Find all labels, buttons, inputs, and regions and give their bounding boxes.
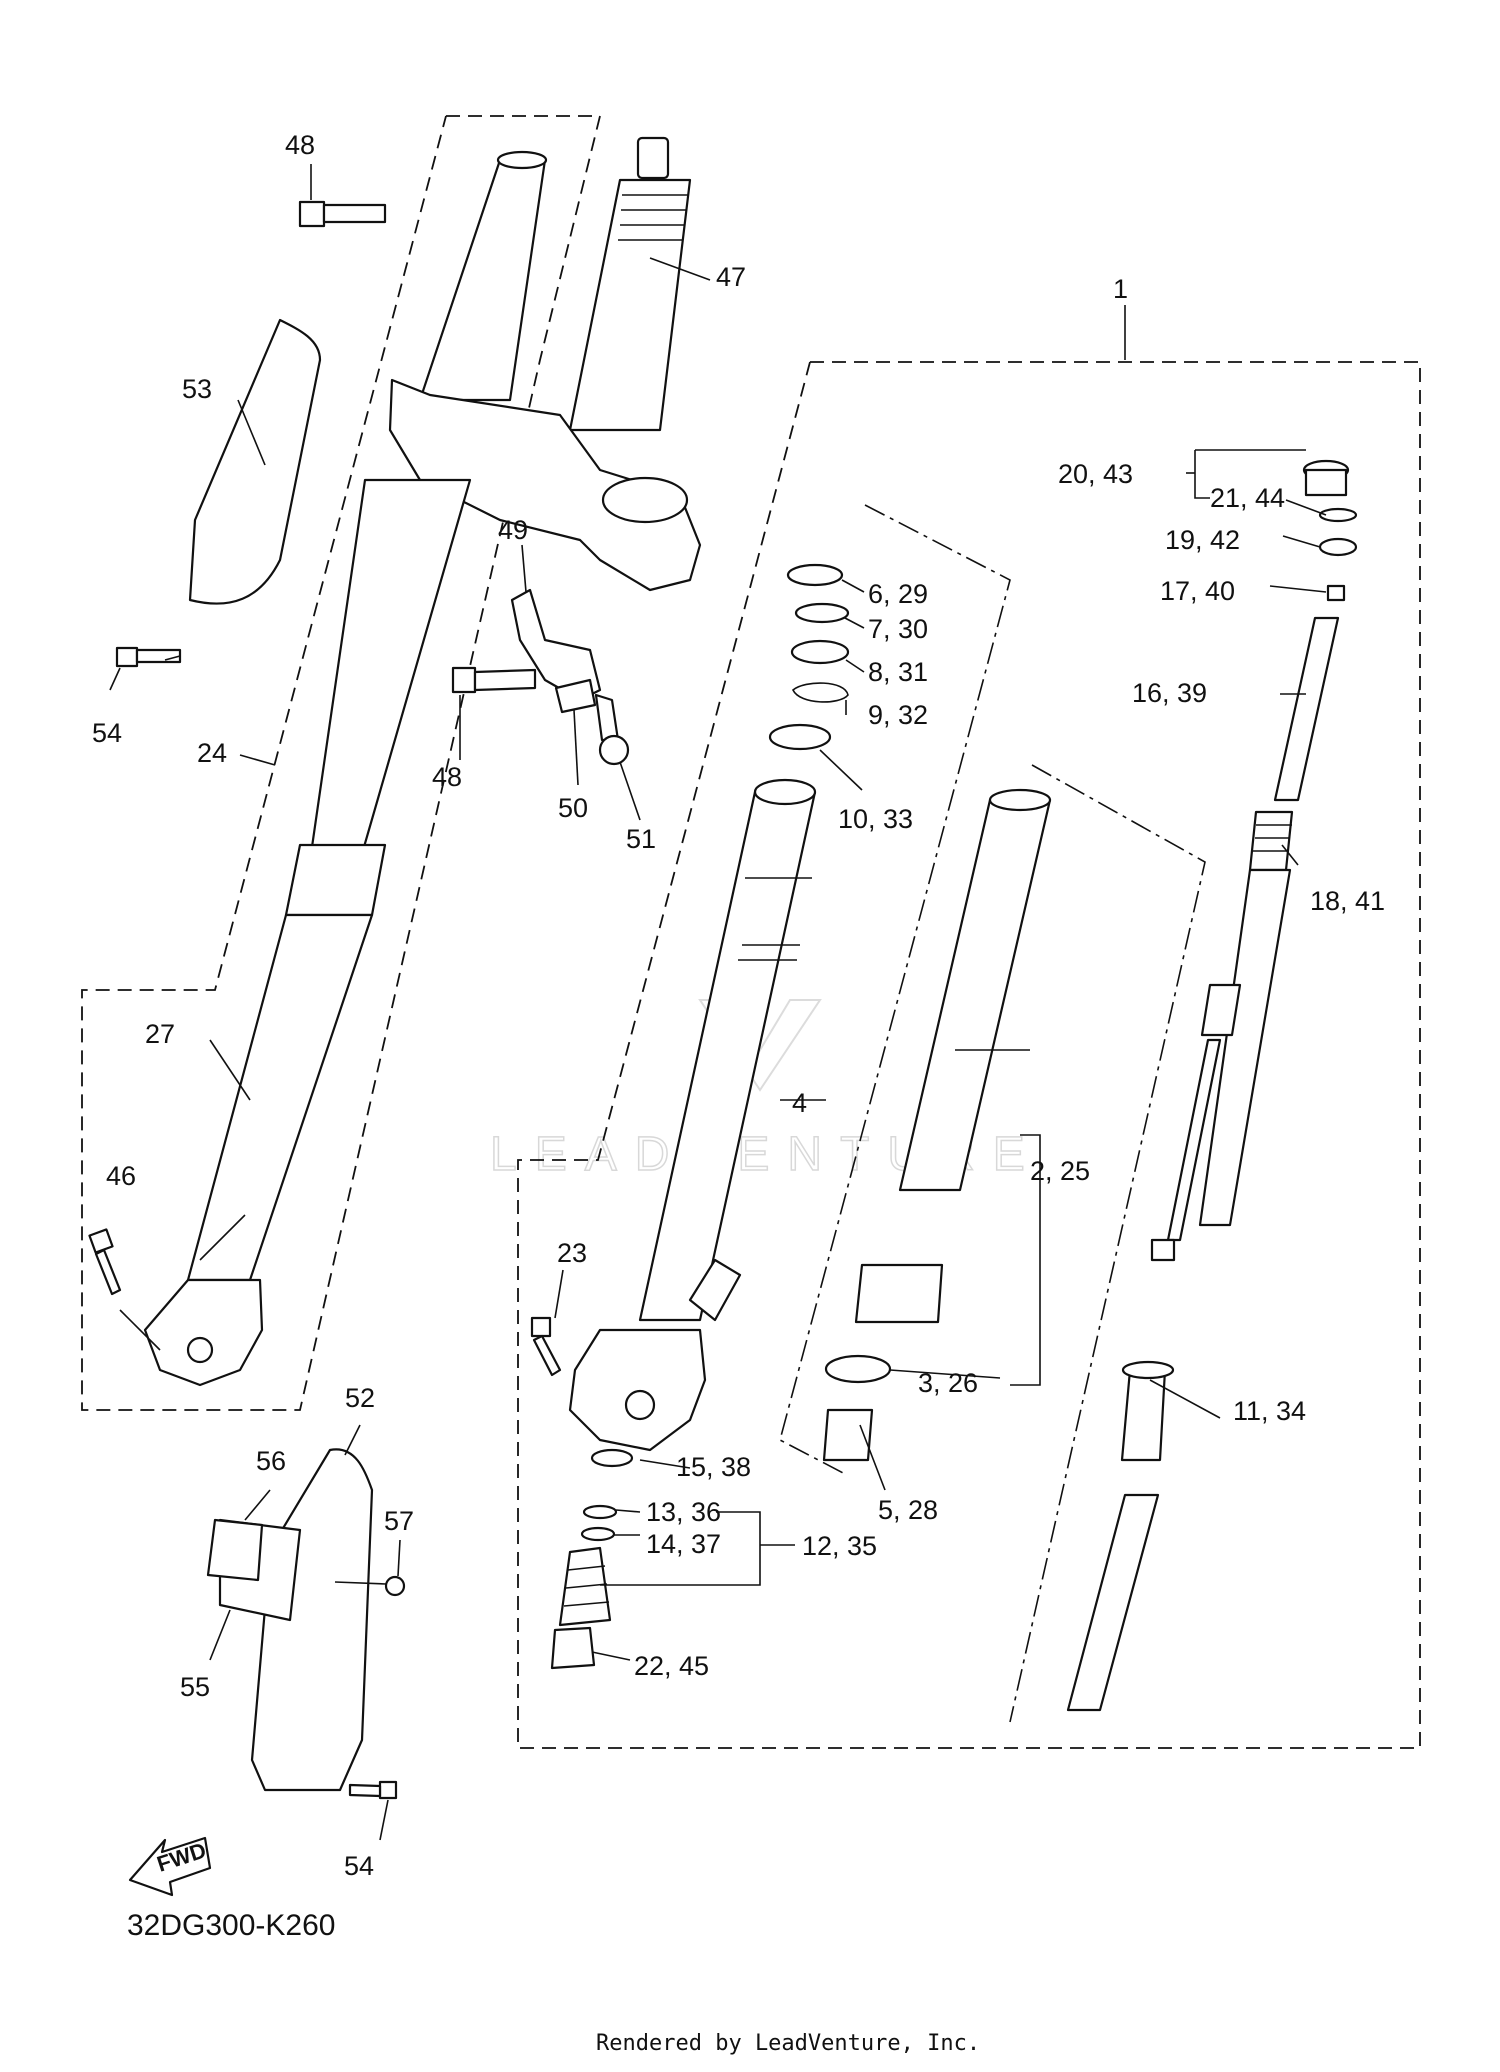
diagram-code: 32DG300-K260 <box>127 1909 335 1942</box>
damper-rod-16 <box>1273 616 1340 802</box>
callout-48-lower: 48 <box>432 762 462 792</box>
washer-7 <box>794 602 850 624</box>
callout-49: 49 <box>498 515 528 545</box>
clamp-bore <box>601 476 689 524</box>
lower-spring <box>1200 983 1242 1037</box>
callout-24: 24 <box>197 738 227 768</box>
callout-10-33: 10, 33 <box>838 804 913 834</box>
callout-13-36: 13, 36 <box>646 1497 721 1527</box>
inner-tube-4-top <box>753 778 817 806</box>
callout-23: 23 <box>557 1238 587 1268</box>
bolt-54-lower <box>348 1780 398 1800</box>
callout-15-38: 15, 38 <box>676 1452 751 1482</box>
callout-6-29: 6, 29 <box>868 579 928 609</box>
callout-27: 27 <box>145 1019 175 1049</box>
drain-bolt-22 <box>550 1626 596 1670</box>
callout-53: 53 <box>182 374 212 404</box>
slide-bush-5 <box>822 1408 874 1462</box>
left-group-boundary <box>81 115 602 1411</box>
callout-11-34: 11, 34 <box>1233 1396 1306 1426</box>
brake-hose-holder-56 <box>206 1518 264 1582</box>
left-fork-cap <box>496 150 548 170</box>
render-credit: Rendered by LeadVenture, Inc. <box>596 2031 980 2056</box>
callout-51: 51 <box>626 824 656 854</box>
callout-21-44: 21, 44 <box>1210 483 1285 513</box>
rod-stopper <box>1150 1238 1176 1262</box>
callout-54-lower: 54 <box>344 1851 374 1881</box>
inner-tube-4 <box>638 790 817 1322</box>
damper-cylinder-11 <box>1120 1368 1167 1462</box>
o-ring-15 <box>590 1448 634 1468</box>
callout-57: 57 <box>384 1506 414 1536</box>
seal-group-bracket <box>779 504 1011 1476</box>
callout-2-25: 2, 25 <box>1030 1156 1090 1186</box>
nut-17 <box>1326 584 1346 602</box>
callout-4: 4 <box>792 1088 807 1118</box>
callout-18-41: 18, 41 <box>1310 886 1385 916</box>
left-fork-guard <box>188 318 322 605</box>
center-axle-bracket <box>568 1328 707 1452</box>
outer-tube-2-seal-sleeve <box>854 1263 944 1324</box>
cable-bracket-49 <box>510 588 602 702</box>
bolt-51 <box>594 693 630 766</box>
callout-56: 56 <box>256 1446 286 1476</box>
callout-12-35: 12, 35 <box>802 1531 877 1561</box>
clip-9 <box>792 682 849 703</box>
callout-20-43: 20, 43 <box>1058 459 1133 489</box>
callout-5-28: 5, 28 <box>878 1495 938 1525</box>
callout-14-37: 14, 37 <box>646 1529 721 1559</box>
center-group-boundary <box>517 361 1421 1749</box>
bolt-54-upper <box>115 646 182 668</box>
bushing-6 <box>786 563 844 587</box>
dust-seal-10 <box>768 723 832 751</box>
callout-1: 1 <box>1113 274 1128 304</box>
cap-bolt-20 <box>1302 459 1350 497</box>
callout-7-30: 7, 30 <box>868 614 928 644</box>
callout-48-upper: 48 <box>285 130 315 160</box>
left-inner-fork-tube <box>186 913 374 1282</box>
left-fork-seal-ring <box>284 843 387 917</box>
bolt-23 <box>530 1316 562 1377</box>
callout-19-42: 19, 42 <box>1165 525 1240 555</box>
bolt-46 <box>88 1228 122 1296</box>
left-fork-upper-tube-top <box>418 158 547 402</box>
o-ring-21 <box>1318 507 1358 523</box>
rod-tube <box>1198 868 1292 1227</box>
thin-rod <box>1166 1038 1222 1242</box>
fwd-arrow-icon <box>128 1836 212 1897</box>
leader-lines <box>109 164 1327 1841</box>
callout-52: 52 <box>345 1383 375 1413</box>
oil-seal-8 <box>790 639 850 665</box>
outer-tube-2-top <box>988 788 1052 812</box>
nut-57 <box>384 1575 406 1597</box>
hose-clamp-50 <box>554 678 597 714</box>
callout-47: 47 <box>716 262 746 292</box>
callout-55: 55 <box>180 1672 210 1702</box>
o-ring-13 <box>582 1504 618 1520</box>
callout-8-31: 8, 31 <box>868 657 928 687</box>
left-axle-bracket <box>143 1278 264 1387</box>
callout-46: 46 <box>106 1161 136 1191</box>
callout-54-upper: 54 <box>92 718 122 748</box>
lower-fork-guard-52 <box>250 1448 374 1792</box>
callout-16-39: 16, 39 <box>1132 678 1207 708</box>
rebound-spring-18 <box>1248 810 1294 872</box>
steering-stem <box>568 136 692 432</box>
callout-17-40: 17, 40 <box>1160 576 1235 606</box>
callout-3-26: 3, 26 <box>918 1368 978 1398</box>
bolt-48-upper <box>298 200 387 228</box>
caliper-mount <box>688 1258 742 1322</box>
callout-50: 50 <box>558 793 588 823</box>
o-ring-3 <box>824 1354 892 1384</box>
damper-cylinder-11-lower <box>1066 1493 1160 1712</box>
washer-19 <box>1318 537 1358 557</box>
callout-22-45: 22, 45 <box>634 1651 709 1681</box>
bolt-48-lower <box>451 666 537 694</box>
tube-group-bracket <box>1009 764 1206 1723</box>
callout-9-32: 9, 32 <box>868 700 928 730</box>
o-ring-14 <box>580 1526 616 1542</box>
